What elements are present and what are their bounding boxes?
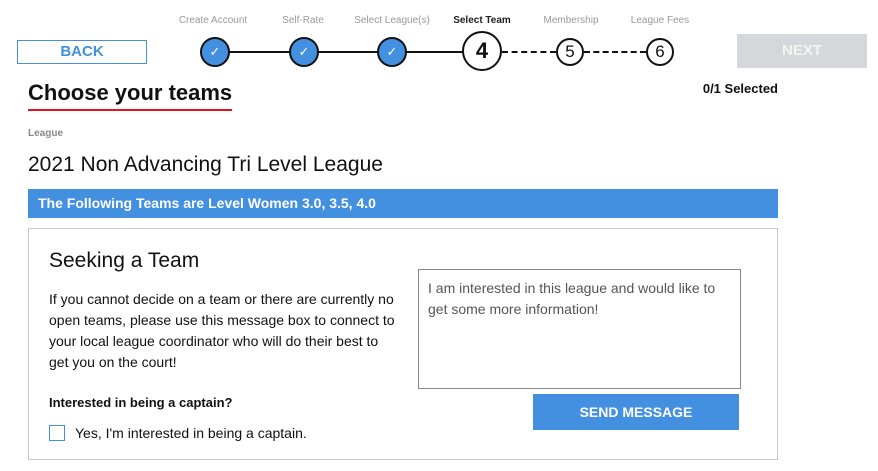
captain-checkbox[interactable] bbox=[49, 425, 65, 441]
seeking-title: Seeking a Team bbox=[49, 249, 200, 272]
selected-count: 0/1 Selected bbox=[702, 81, 778, 96]
step-label: League Fees bbox=[630, 15, 690, 26]
seeking-team-panel: Seeking a Team If you cannot decide on a… bbox=[28, 228, 778, 460]
check-icon: ✓ bbox=[289, 37, 319, 67]
send-message-button[interactable]: SEND MESSAGE bbox=[533, 394, 739, 430]
league-label: League bbox=[28, 128, 64, 139]
back-button[interactable]: BACK bbox=[17, 40, 147, 64]
check-icon: ✓ bbox=[377, 37, 407, 67]
message-textarea[interactable]: I am interested in this league and would… bbox=[418, 269, 741, 389]
step-connector bbox=[502, 51, 556, 53]
captain-option[interactable]: Yes, I'm interested in being a captain. bbox=[49, 425, 307, 441]
league-name: 2021 Non Advancing Tri Level League bbox=[28, 153, 383, 176]
captain-question: Interested in being a captain? bbox=[49, 395, 233, 410]
step-current: 4 bbox=[462, 31, 502, 71]
step-connector bbox=[215, 51, 482, 53]
step-connector bbox=[584, 51, 646, 53]
step-label: Membership bbox=[543, 15, 599, 26]
step-label: Select Team bbox=[453, 15, 511, 26]
step-label: Self-Rate bbox=[282, 15, 324, 26]
next-button[interactable]: NEXT bbox=[737, 34, 867, 68]
step-todo: 6 bbox=[646, 38, 674, 66]
check-icon: ✓ bbox=[200, 37, 230, 67]
step-label: Create Account bbox=[178, 15, 248, 26]
seeking-description: If you cannot decide on a team or there … bbox=[49, 291, 395, 370]
step-label: Select League(s) bbox=[354, 15, 430, 26]
page-title: Choose your teams bbox=[28, 80, 233, 111]
level-banner: The Following Teams are Level Women 3.0,… bbox=[28, 189, 778, 218]
step-todo: 5 bbox=[556, 38, 584, 66]
captain-option-label: Yes, I'm interested in being a captain. bbox=[75, 425, 307, 441]
